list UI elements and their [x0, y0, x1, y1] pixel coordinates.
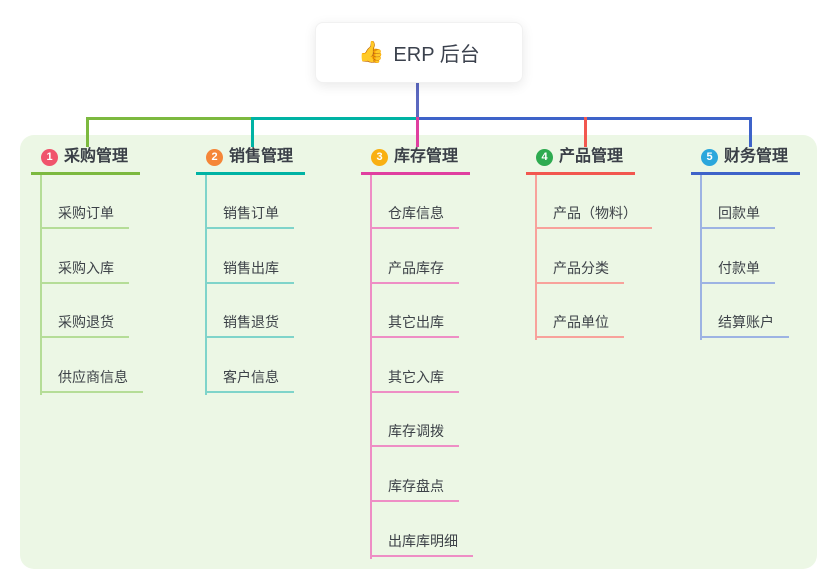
branch-title-5[interactable]: 5 财务管理 [691, 147, 801, 175]
child-node-5-2[interactable]: 付款单 [700, 258, 775, 284]
child-node-3-7[interactable]: 出库库明细 [370, 531, 473, 557]
branches-background-panel [20, 135, 817, 569]
branch-2-number-badge: 2 [206, 148, 223, 166]
child-node-4-3[interactable]: 产品单位 [535, 312, 624, 338]
branch-5-children-rail [700, 175, 702, 340]
branch-2-children-rail [205, 175, 207, 395]
branch-1-drop-line [86, 117, 89, 147]
branch-title-2[interactable]: 2 销售管理 [196, 147, 306, 175]
child-node-2-2[interactable]: 销售出库 [205, 258, 294, 284]
child-node-2-3[interactable]: 销售退货 [205, 312, 294, 338]
child-node-4-2[interactable]: 产品分类 [535, 258, 624, 284]
child-node-3-1[interactable]: 仓库信息 [370, 203, 459, 229]
child-node-4-1[interactable]: 产品（物料） [535, 203, 652, 229]
bus-segment-green [86, 117, 253, 120]
child-node-3-5[interactable]: 库存调拨 [370, 421, 459, 447]
branch-1-number-badge: 1 [41, 148, 58, 166]
branch-title-label: 财务管理 [724, 148, 789, 165]
branch-5-drop-line [749, 117, 752, 147]
child-node-5-1[interactable]: 回款单 [700, 203, 775, 229]
branch-title-label: 销售管理 [229, 148, 294, 165]
child-node-5-3[interactable]: 结算账户 [700, 312, 789, 338]
branch-3-number-badge: 3 [371, 148, 388, 166]
thumbs-up-icon: 👍 [358, 41, 385, 64]
branch-3-drop-line [416, 117, 419, 147]
branch-4-number-badge: 4 [536, 148, 553, 166]
branch-1-children-rail [40, 175, 42, 395]
child-node-3-2[interactable]: 产品库存 [370, 258, 459, 284]
child-node-1-4[interactable]: 供应商信息 [40, 367, 143, 393]
root-node-label: ERP 后台 [393, 44, 480, 66]
branch-title-1[interactable]: 1 采购管理 [31, 147, 141, 175]
branch-4-drop-line [584, 117, 587, 147]
bus-segment-blue [416, 117, 751, 120]
branch-title-label: 产品管理 [559, 148, 624, 165]
child-node-3-6[interactable]: 库存盘点 [370, 476, 459, 502]
branch-title-label: 库存管理 [394, 148, 459, 165]
child-node-1-3[interactable]: 采购退货 [40, 312, 129, 338]
child-node-3-4[interactable]: 其它入库 [370, 367, 459, 393]
child-node-1-1[interactable]: 采购订单 [40, 203, 129, 229]
branch-5-number-badge: 5 [701, 148, 718, 166]
branch-4-children-rail [535, 175, 537, 340]
child-node-2-1[interactable]: 销售订单 [205, 203, 294, 229]
branch-3-children-rail [370, 175, 372, 559]
branch-title-4[interactable]: 4 产品管理 [526, 147, 636, 175]
child-node-1-2[interactable]: 采购入库 [40, 258, 129, 284]
child-node-3-3[interactable]: 其它出库 [370, 312, 459, 338]
root-node-erp[interactable]: 👍 ERP 后台 [315, 22, 523, 83]
branch-title-3[interactable]: 3 库存管理 [361, 147, 471, 175]
bus-segment-teal [251, 117, 418, 120]
root-connector-line [416, 83, 419, 120]
child-node-2-4[interactable]: 客户信息 [205, 367, 294, 393]
branch-title-label: 采购管理 [64, 148, 129, 165]
branch-2-drop-line [251, 117, 254, 147]
